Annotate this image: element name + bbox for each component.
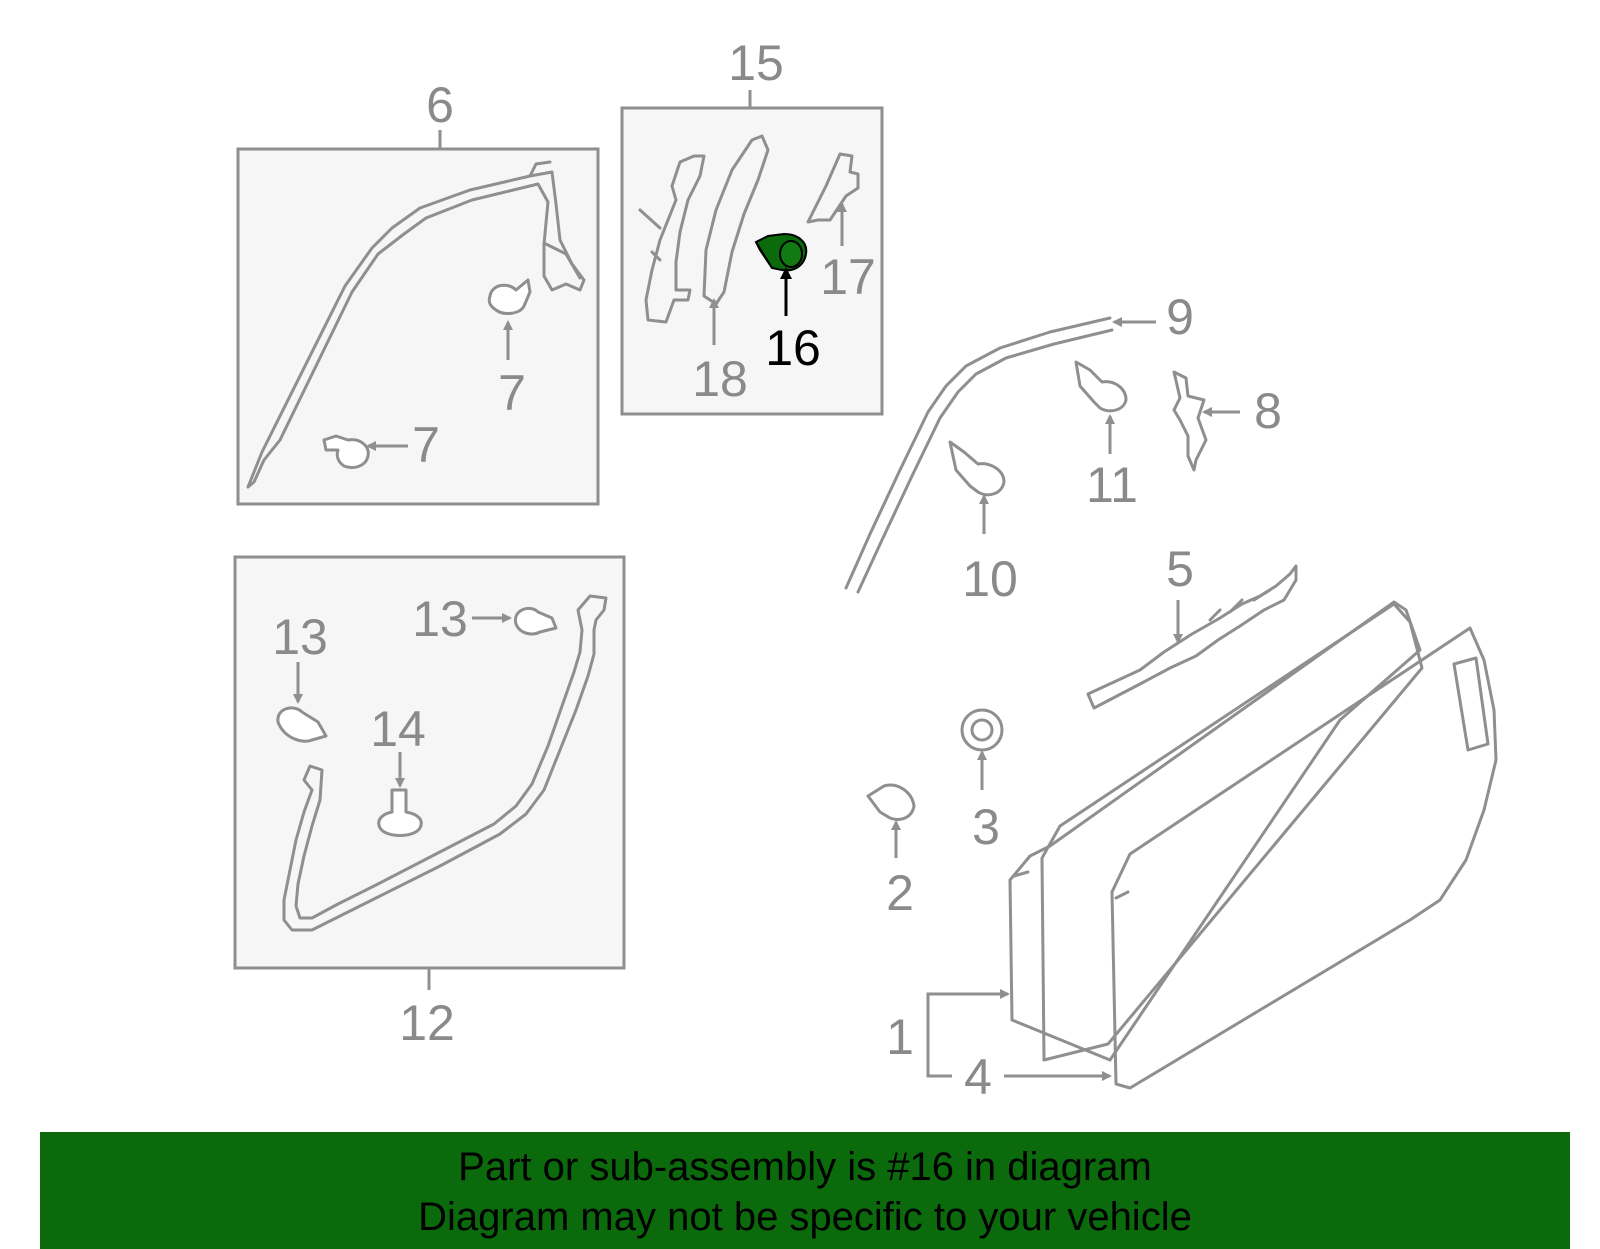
callout-6: 6 — [426, 77, 454, 133]
callout-5: 5 — [1166, 541, 1194, 597]
clip-7-lower-part — [322, 434, 370, 470]
callout-2: 2 — [886, 865, 914, 921]
callout-18: 18 — [692, 351, 748, 407]
weatherstrip-part — [282, 628, 596, 932]
callout-11: 11 — [1086, 457, 1138, 513]
group-box-6: 6 7 7 — [236, 77, 600, 506]
plug-3-part — [960, 708, 1004, 752]
clip-13-left-part — [276, 706, 328, 743]
door-shell-middle-part — [1040, 602, 1424, 1062]
callout-13a: 13 — [272, 609, 328, 665]
bracket-17-part — [806, 152, 860, 224]
callout-3: 3 — [972, 799, 1000, 855]
bracket-5-part — [1086, 564, 1298, 710]
run-strip-part — [702, 134, 770, 306]
callout-8: 8 — [1254, 383, 1282, 439]
door-shell-rear-part — [1008, 600, 1422, 1062]
screw-11-part — [1074, 360, 1128, 413]
plug-2-part — [866, 783, 916, 821]
clip-13-top-part — [513, 607, 558, 636]
clip-14-part — [377, 788, 423, 837]
clip-8-part — [1172, 370, 1208, 472]
screw-10-part — [948, 440, 1006, 497]
callout-12: 12 — [399, 995, 455, 1051]
callout-15: 15 — [728, 35, 784, 91]
callout-13b: 13 — [412, 591, 468, 647]
weatherstrip-inner — [294, 628, 584, 920]
pillar-garnish-part — [246, 170, 586, 489]
info-banner: Part or sub-assembly is #16 in diagram D… — [40, 1132, 1570, 1249]
callout-9: 9 — [1166, 289, 1194, 345]
clip-7-upper-part — [487, 278, 532, 315]
callout-7a: 7 — [498, 365, 526, 421]
callout-16: 16 — [765, 320, 821, 376]
callout-1: 1 — [886, 1009, 914, 1065]
callout-4: 4 — [964, 1049, 992, 1105]
channel-part — [644, 154, 706, 324]
callout-14: 14 — [370, 701, 426, 757]
banner-line-2: Diagram may not be specific to your vehi… — [418, 1195, 1192, 1239]
callout-17: 17 — [820, 249, 876, 305]
callout-10: 10 — [962, 551, 1018, 607]
molding-9-part — [844, 316, 1112, 590]
group-box-15: 15 18 17 16 — [620, 35, 884, 416]
callout-7b: 7 — [412, 417, 440, 473]
group-box-12: 12 13 13 14 — [233, 555, 626, 1051]
door-shell-front-part — [1110, 626, 1498, 1090]
banner-line-1: Part or sub-assembly is #16 in diagram — [458, 1145, 1152, 1189]
